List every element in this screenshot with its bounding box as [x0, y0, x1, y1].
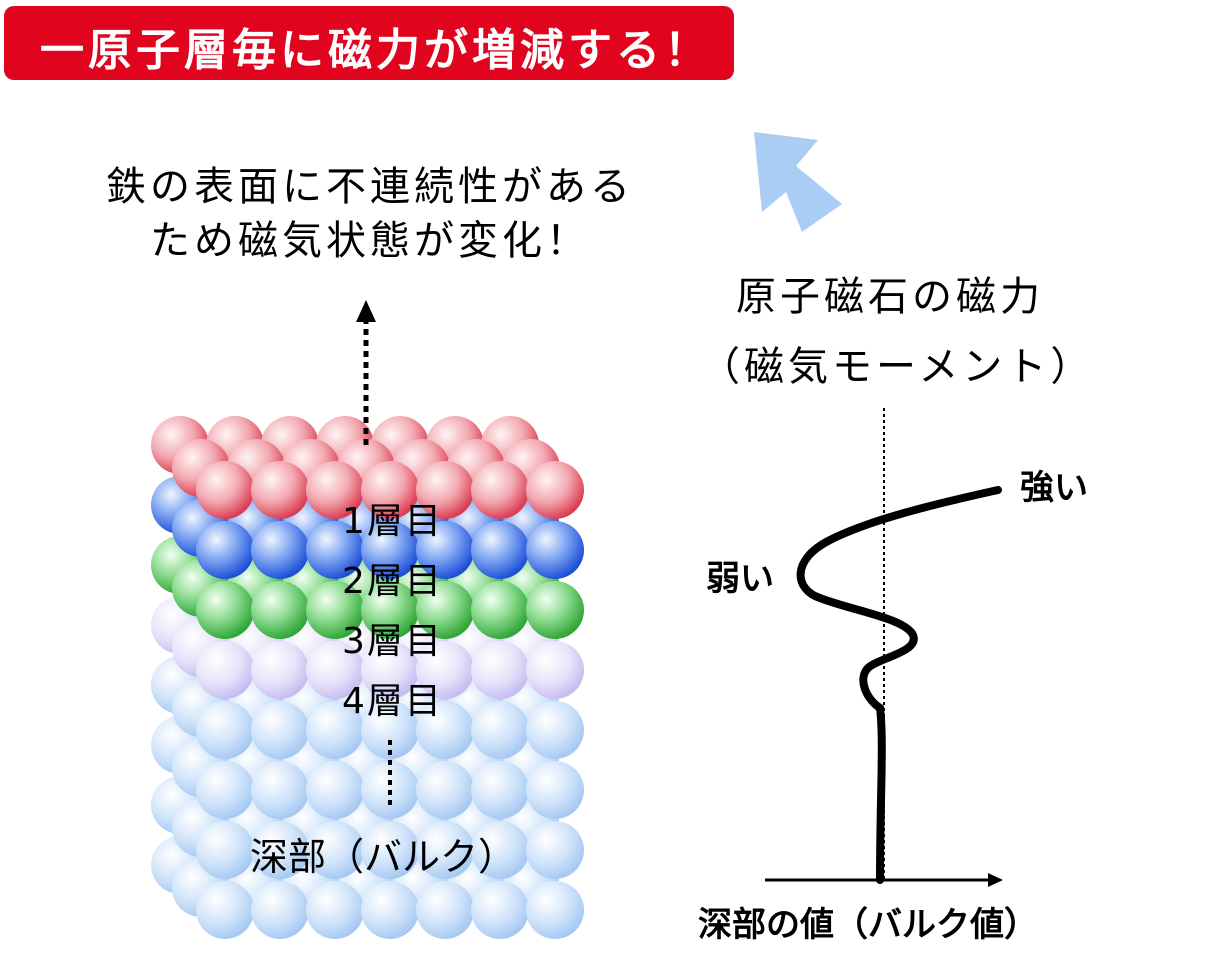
bulk-layer-8-atom	[361, 881, 419, 939]
bulk-layer-7-atom	[416, 821, 474, 879]
layer-4-label: 4層目	[342, 681, 443, 722]
bulk-layer-8-atom	[471, 881, 529, 939]
bulk-layer-7-atom	[196, 821, 254, 879]
layer-2-atom	[526, 521, 584, 579]
bulk-layer-7-atom	[306, 821, 364, 879]
layer-1-label: 1層目	[342, 501, 443, 542]
bulk-layer-5-atom	[196, 701, 254, 759]
light-blue-arrow	[754, 132, 842, 232]
bulk-layer-5-atom	[306, 701, 364, 759]
magnetic-moment-title: 原子磁石の磁力 （磁気モーメント）	[700, 262, 1095, 402]
moment-line-2: （磁気モーメント）	[700, 344, 1095, 390]
layer-1-atom	[471, 461, 529, 519]
magnetic-moment-curve	[796, 486, 1002, 884]
bulk-layer-5-atom	[471, 701, 529, 759]
layer-4-atom	[416, 641, 474, 699]
layer-3-atom	[196, 581, 254, 639]
layer-4-atom	[526, 641, 584, 699]
bulk-layer-6-atom	[196, 761, 254, 819]
layer-3-atom	[416, 581, 474, 639]
bulk-layer-8-atom	[526, 881, 584, 939]
layer-3-atom	[526, 581, 584, 639]
layer-2-atom	[196, 521, 254, 579]
layer-2-atom	[471, 521, 529, 579]
banner-title: 一原子層毎に磁力が増減する！	[40, 25, 712, 76]
layer-2-atom	[306, 521, 364, 579]
bulk-layer-8-atom	[196, 881, 254, 939]
bulk-layer-7-atom	[251, 821, 309, 879]
title-banner: 一原子層毎に磁力が増減する！	[4, 6, 734, 80]
layer-1-atom	[251, 461, 309, 519]
bulk-layer-7-atom	[526, 821, 584, 879]
bulk-layer-6-atom	[471, 761, 529, 819]
bulk-layer-8-atom	[306, 881, 364, 939]
bulk-label: 深部（バルク）	[250, 835, 517, 879]
surface-arrowhead	[356, 300, 376, 322]
weak-label: 弱い	[706, 559, 774, 599]
bulk-layer-7-atom	[471, 821, 529, 879]
moment-line-1: 原子磁石の磁力	[736, 274, 1044, 320]
bulk-layer-5-atom	[416, 701, 474, 759]
surface-discontinuity-text: 鉄の表面に不連続性がある ため磁気状態が変化！	[60, 160, 680, 268]
atom-layer-stack	[151, 416, 584, 939]
strong-label: 強い	[1020, 468, 1088, 508]
headline-line-1: 鉄の表面に不連続性がある	[106, 164, 634, 210]
bulk-layer-6-atom	[526, 761, 584, 819]
bulk-layer-6-atom	[416, 761, 474, 819]
layer-1-atom	[306, 461, 364, 519]
bulk-layer-5-atom	[361, 701, 419, 759]
layer-4-atom	[196, 641, 254, 699]
layer-3-atom	[471, 581, 529, 639]
bulk-layer-7-atom	[361, 821, 419, 879]
layer-2-label: 2層目	[342, 561, 443, 602]
layer-4-atom	[251, 641, 309, 699]
layer-3-atom	[251, 581, 309, 639]
layer-4-atom	[306, 641, 364, 699]
layer-2-atom	[416, 521, 474, 579]
bulk-layer-8-atom	[416, 881, 474, 939]
layer-4-atom	[471, 641, 529, 699]
layer-1-atom	[416, 461, 474, 519]
layer-1-atom	[361, 461, 419, 519]
headline-line-2: ため磁気状態が変化！	[150, 218, 590, 264]
bulk-layer-6-atom	[251, 761, 309, 819]
layer-3-atom	[306, 581, 364, 639]
bulk-layer-5-atom	[251, 701, 309, 759]
layer-1-atom	[196, 461, 254, 519]
layer-1-atom	[526, 461, 584, 519]
layer-2-atom	[251, 521, 309, 579]
bulk-layer-6-atom	[306, 761, 364, 819]
bulk-layer-8-atom	[251, 881, 309, 939]
bulk-layer-5-atom	[526, 701, 584, 759]
layer-2-atom	[361, 521, 419, 579]
bulk-value-axis-label: 深部の値（バルク値）	[698, 905, 1038, 945]
depth-axis-arrowhead	[988, 873, 1003, 887]
layer-4-atom	[361, 641, 419, 699]
layer-3-atom	[361, 581, 419, 639]
layer-3-label: 3層目	[342, 621, 443, 662]
